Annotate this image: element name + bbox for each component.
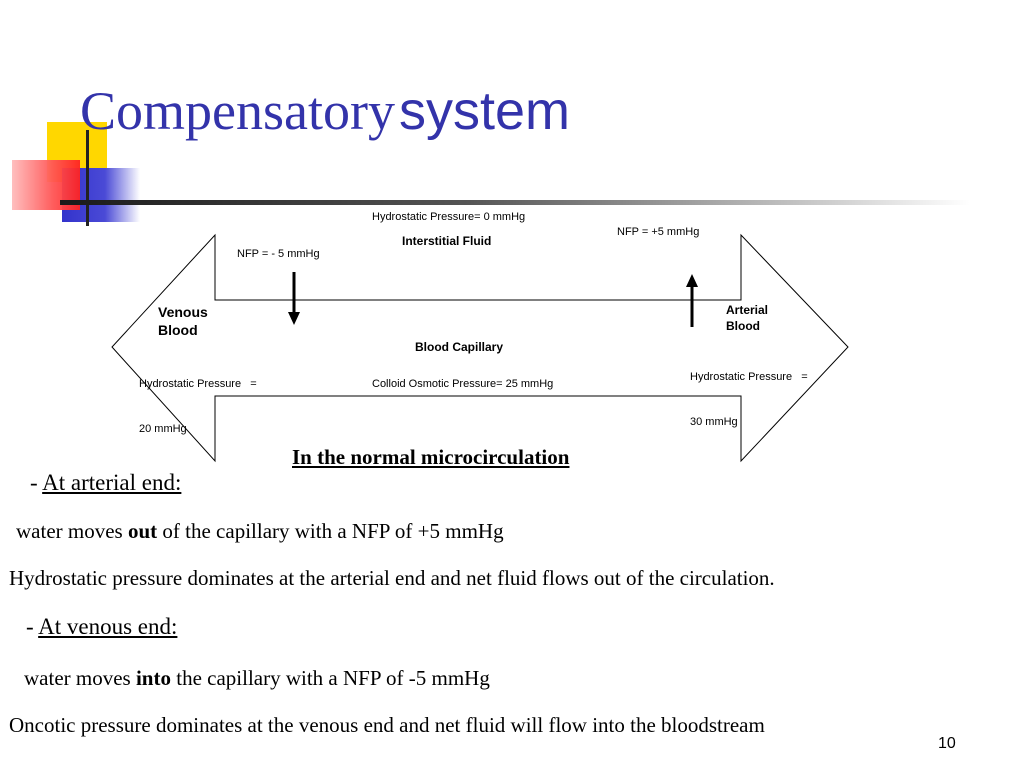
- arterial-line-post: of the capillary with a NFP of +5 mmHg: [157, 519, 504, 543]
- interstitial-pressure-label: Hydrostatic Pressure= 0 mmHg: [372, 211, 526, 223]
- arterial-blood-line2: Blood: [726, 319, 760, 333]
- arterial-blood-line1: Arterial: [726, 303, 769, 317]
- arterial-pressure-line2: 30 mmHg: [690, 416, 738, 428]
- arterial-line-bold: out: [127, 519, 158, 543]
- arterial-blood-label: Arterial Blood: [726, 302, 768, 334]
- venous-line-post: the capillary with a NFP of -5 mmHg: [170, 666, 490, 690]
- arterial-heading-row: - At arterial end:: [30, 470, 181, 496]
- title-underline: [60, 200, 970, 205]
- arterial-line-pre: water moves: [16, 519, 128, 543]
- arterial-pressure-line1: Hydrostatic Pressure =: [690, 371, 808, 383]
- venous-line-pre: water moves: [24, 666, 136, 690]
- venous-line: water moves into the capillary with a NF…: [24, 666, 490, 691]
- venous-blood-label: Venous Blood: [158, 303, 208, 339]
- venous-blood-line1: Venous: [158, 304, 208, 320]
- arterial-heading: At arterial end:: [42, 470, 182, 495]
- venous-dash: -: [26, 614, 39, 639]
- title-serif-part: Compensatory: [80, 81, 395, 141]
- page-title: Compensatory system: [80, 80, 570, 142]
- interstitial-fluid-label: Interstitial Fluid: [402, 234, 492, 248]
- venous-summary: Oncotic pressure dominates at the venous…: [9, 713, 765, 737]
- arterial-summary: Hydrostatic pressure dominates at the ar…: [9, 566, 775, 590]
- arterial-pressure-label: Hydrostatic Pressure = 30 mmHg: [690, 340, 808, 445]
- venous-heading-row: - At venous end:: [26, 614, 177, 640]
- venous-heading: At venous end:: [38, 614, 178, 639]
- venous-pressure-line1: Hydrostatic Pressure =: [139, 378, 257, 390]
- arterial-nfp-arrow-head: [686, 274, 698, 287]
- venous-line-bold: into: [135, 666, 171, 690]
- venous-nfp-arrow-head: [288, 312, 300, 325]
- arterial-nfp-label: NFP = +5 mmHg: [617, 226, 700, 238]
- venous-nfp-label: NFP = - 5 mmHg: [237, 248, 320, 260]
- venous-blood-line2: Blood: [158, 322, 198, 338]
- title-sans-part: system: [398, 81, 570, 141]
- deco-vertical-line: [86, 130, 89, 226]
- colloid-pressure-label: Colloid Osmotic Pressure= 25 mmHg: [372, 378, 554, 390]
- arterial-dash: -: [30, 470, 38, 495]
- page-number: 10: [938, 735, 956, 752]
- blood-capillary-label: Blood Capillary: [415, 340, 504, 354]
- arterial-line: water moves out of the capillary with a …: [16, 519, 504, 544]
- double-arrow-outline: [111, 233, 849, 463]
- venous-pressure-line2: 20 mmHg: [139, 423, 187, 435]
- diagram-caption: In the normal microcirculation: [292, 445, 570, 469]
- venous-pressure-label: Hydrostatic Pressure = 20 mmHg: [139, 347, 257, 452]
